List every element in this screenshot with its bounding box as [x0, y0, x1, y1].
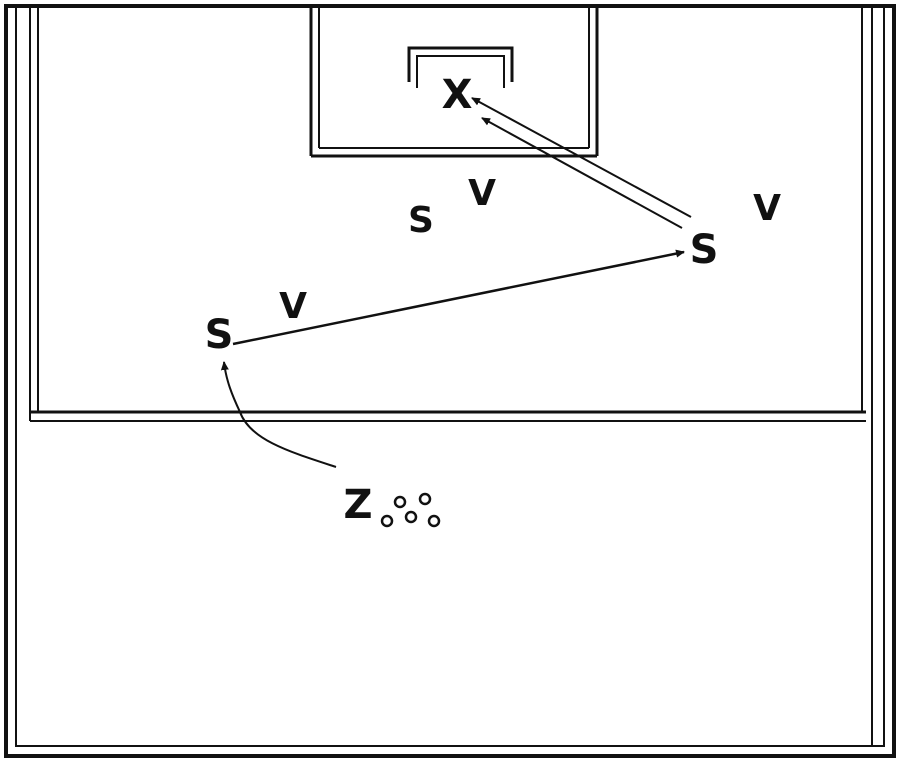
defender-left-label: V: [279, 286, 307, 327]
drive-arrow-outer: [471, 97, 692, 218]
player-right-label: S: [690, 227, 719, 273]
drive-arrow-inner: [481, 117, 683, 229]
defender-right-label: V: [753, 188, 781, 229]
ball-icon: [404, 510, 418, 524]
half-court-line: [30, 410, 866, 422]
ball-pile: [380, 492, 441, 528]
movement-arrows: [220, 97, 692, 468]
backboard: [407, 46, 514, 88]
court-outer-border: [4, 4, 896, 758]
ball-icon: [427, 514, 441, 528]
coach-to-player-arrow: [220, 361, 337, 468]
coach-label: Z: [343, 482, 372, 528]
player-center-label: S: [408, 200, 434, 241]
ball-icon: [380, 514, 394, 528]
ball-icon: [418, 492, 432, 506]
ball-icon: [393, 495, 407, 509]
upper-half-sidelines: [29, 6, 863, 421]
player-left-label: S: [205, 312, 234, 358]
basket-label: X: [442, 72, 473, 118]
defender-center-label: V: [468, 173, 496, 214]
pass-arrow-left-to-right: [232, 249, 685, 346]
